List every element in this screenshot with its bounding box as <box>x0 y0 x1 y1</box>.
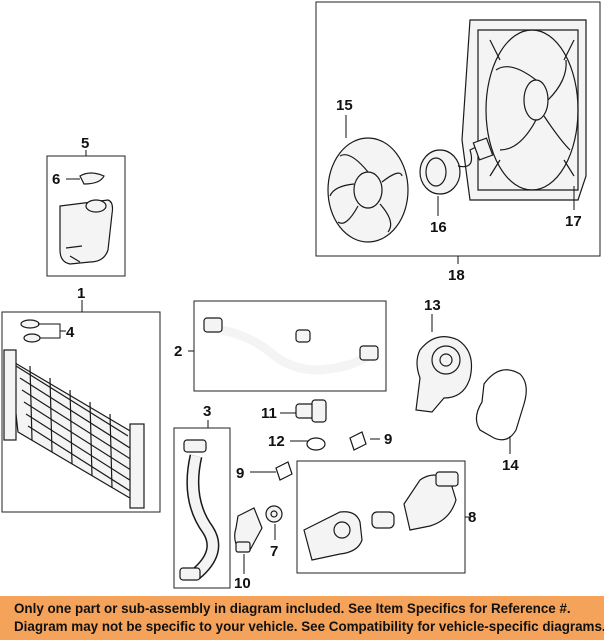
gasket-lower <box>275 461 293 481</box>
callout-16: 16 <box>430 219 447 236</box>
disclaimer-line-1: Only one part or sub-assembly in diagram… <box>14 601 571 616</box>
fan-motor <box>419 137 494 195</box>
fan-shroud <box>461 19 587 201</box>
callout-10: 10 <box>234 575 251 592</box>
callout-11: 11 <box>261 405 277 422</box>
callout-8: 8 <box>468 509 476 526</box>
disclaimer-line-2: Diagram may not be specific to your vehi… <box>14 619 604 634</box>
radiator-box <box>1 311 161 513</box>
disclaimer-banner: Only one part or sub-assembly in diagram… <box>0 596 604 640</box>
lower-hose-box <box>173 427 231 589</box>
callout-1: 1 <box>77 285 85 302</box>
outlet-fitting <box>295 399 327 423</box>
o-ring <box>306 437 326 451</box>
thermostat-housing-assembly <box>303 471 459 561</box>
radiator <box>3 349 145 509</box>
callout-18: 18 <box>448 267 465 284</box>
radiator-cap-lower <box>23 333 41 343</box>
parts-diagram: 1 2 3 4 5 6 7 8 9 9 10 11 12 13 14 15 16… <box>1 1 601 592</box>
callout-5: 5 <box>81 135 89 152</box>
thermostat <box>265 505 283 523</box>
water-pump <box>415 336 473 413</box>
reservoir-cap <box>79 172 105 185</box>
thermostat-cover <box>234 507 263 553</box>
callout-13: 13 <box>424 297 441 314</box>
callout-3: 3 <box>203 403 211 420</box>
water-pump-gasket <box>475 369 527 441</box>
callout-9-lower: 9 <box>236 465 244 482</box>
callout-15: 15 <box>336 97 353 114</box>
fan-blade <box>327 137 409 243</box>
gasket-upper <box>349 431 367 451</box>
callout-7: 7 <box>270 543 278 560</box>
callout-17: 17 <box>565 213 582 230</box>
upper-hose-box <box>193 300 387 392</box>
radiator-cap-upper <box>20 319 40 329</box>
callout-9-upper: 9 <box>384 431 392 448</box>
callout-6: 6 <box>52 171 60 188</box>
callout-4: 4 <box>66 324 75 341</box>
callout-14: 14 <box>502 457 519 474</box>
leader-lines <box>38 115 575 574</box>
callout-12: 12 <box>268 433 285 450</box>
lower-radiator-hose <box>179 439 220 581</box>
coolant-reservoir <box>59 199 114 265</box>
upper-radiator-hose <box>203 317 379 375</box>
callout-2: 2 <box>174 343 182 360</box>
